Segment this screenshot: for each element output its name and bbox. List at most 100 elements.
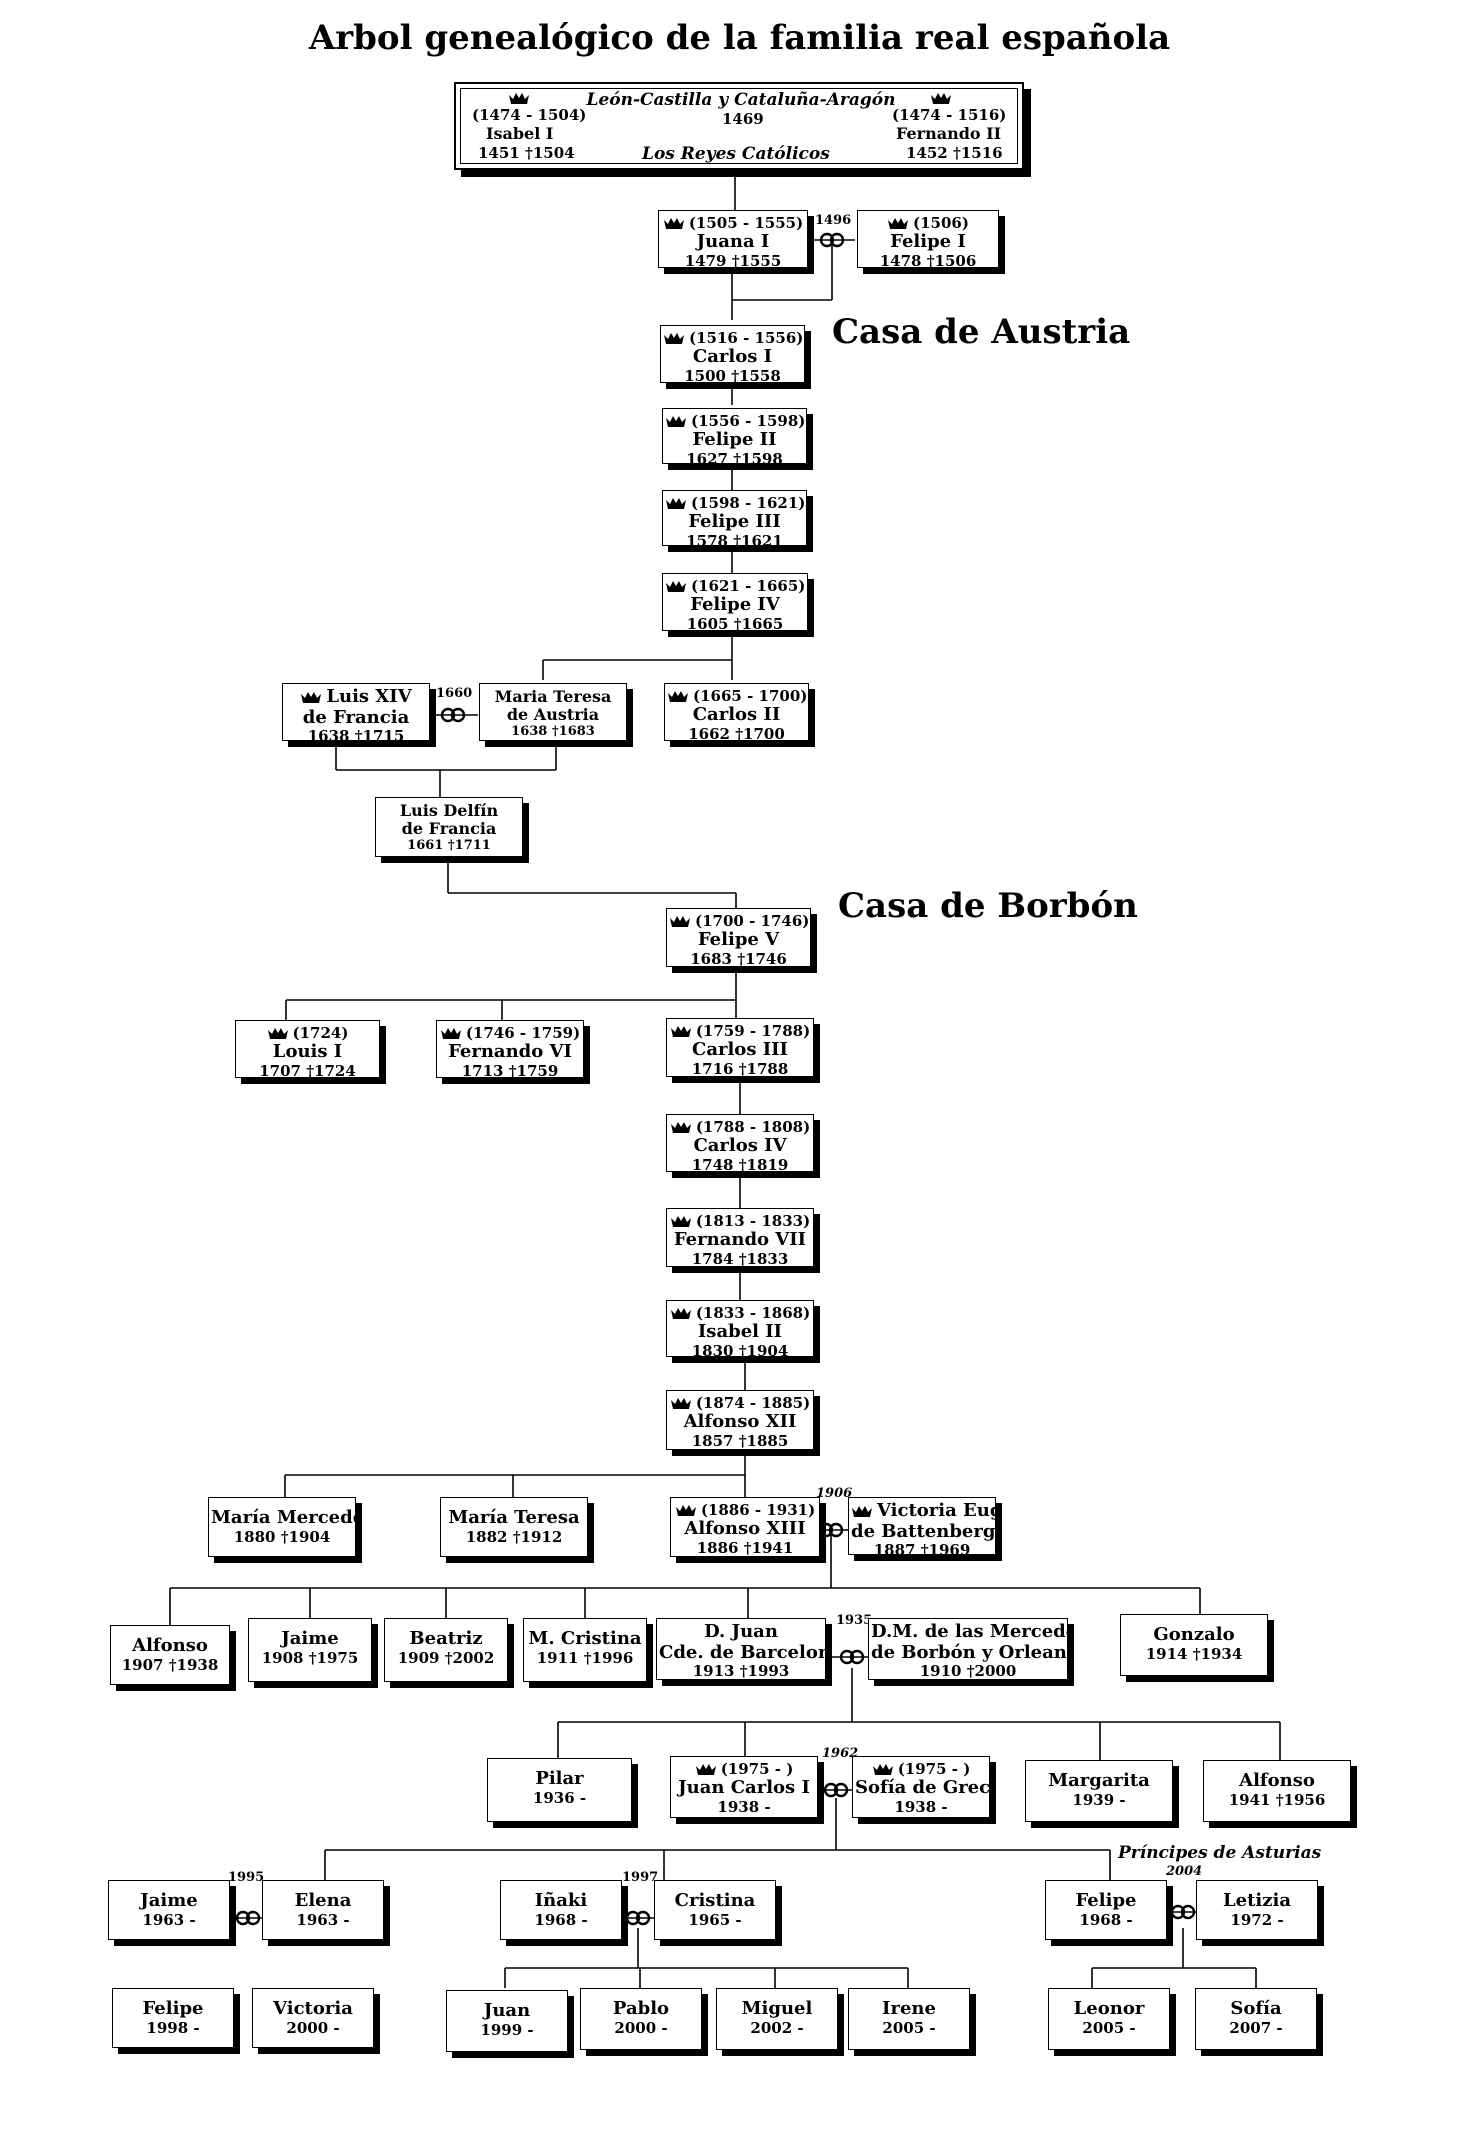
person-life-dates: 1908 †1975 [261, 1648, 359, 1667]
person-name: Pilar [535, 1768, 584, 1789]
person-life-dates: 1887 †1969 [873, 1541, 971, 1555]
person-name: Miguel [741, 1998, 813, 2019]
person-name: Juan Carlos I [678, 1777, 810, 1799]
marriage-year-cristina: 1997 [622, 1870, 659, 1885]
person-name: Pablo [612, 1998, 670, 2019]
person-name: Felipe I [890, 231, 966, 253]
person-name: Sofía [1230, 1998, 1282, 2019]
crown-icon [852, 1506, 872, 1517]
person-life-dates: 1500 †1558 [684, 367, 781, 383]
fernando-life: 1452 †1516 [906, 144, 1003, 162]
person-life-dates: 1784 †1833 [691, 1250, 789, 1267]
person-name: de Battenberg [851, 1520, 996, 1542]
person-name: Felipe V [697, 929, 780, 951]
person-name: Alfonso XII [683, 1411, 797, 1433]
person-life-dates: 1638 †1683 [511, 723, 595, 739]
reign-text: (1746 - 1759) [465, 1024, 581, 1042]
person-name: Maria Teresa [494, 687, 612, 706]
reyes-catolicos-box: León-Castilla y Cataluña-Aragón (1474 - … [454, 82, 1024, 170]
reign-text: D. Juan [704, 1621, 778, 1642]
reign-text: (1724) [292, 1024, 349, 1042]
person-life-dates: 1972 - [1230, 1910, 1284, 1929]
person-life-dates: 2005 - [1082, 2018, 1136, 2037]
person-life-dates: 1963 - [142, 1910, 196, 1929]
person-name: Gonzalo [1153, 1624, 1235, 1645]
person-name: Felipe [142, 1998, 204, 2019]
crown-icon [670, 1122, 691, 1133]
crown-icon [670, 1216, 691, 1227]
person-name: María Mercedes [211, 1507, 355, 1528]
person-life-dates: 1882 †1912 [465, 1527, 563, 1546]
person-life-dates: 1938 - [717, 1798, 771, 1817]
person-life-dates: 1478 †1506 [879, 252, 977, 268]
person-life-dates: 2002 - [750, 2018, 804, 2037]
person-name: Cristina [674, 1890, 756, 1911]
crown-icon [668, 691, 688, 702]
house-borbon-heading: Casa de Borbón [838, 886, 1138, 926]
person-name: Carlos I [692, 346, 773, 368]
reign-text: (1975 - ) [720, 1760, 794, 1778]
person-life-dates: 1939 - [1072, 1790, 1126, 1809]
person-name: Leonor [1073, 1998, 1145, 2019]
person-name: Felipe III [688, 511, 781, 533]
person-life-dates: 1910 †2000 [919, 1662, 1017, 1680]
person-name: Sofía de Grecia [855, 1777, 990, 1799]
person-name: María Teresa [448, 1507, 580, 1528]
kingdoms-label: León-Castilla y Cataluña-Aragón [586, 90, 896, 110]
connector-lines [169, 170, 1281, 1988]
person-life-dates: 1627 †1598 [686, 450, 783, 464]
reign-text: Luis XIV [326, 686, 412, 707]
person-name: Juana I [696, 231, 770, 253]
marriage-year-juancarlos: 1962 [822, 1746, 859, 1761]
crown-icon [888, 218, 909, 229]
person-life-dates: 1999 - [480, 2020, 534, 2039]
reign-text: (1506) [913, 214, 969, 232]
isabel-life: 1451 †1504 [478, 144, 575, 162]
person-name: Isabel II [697, 1321, 783, 1343]
crown-icon [670, 1398, 691, 1409]
reign-text: (1833 - 1868) [695, 1304, 811, 1322]
fernando-name: Fernando II [896, 124, 1002, 143]
crown-icon [267, 1028, 288, 1039]
person-name: Louis I [272, 1041, 343, 1063]
reign-text: (1813 - 1833) [695, 1212, 811, 1230]
person-life-dates: 1880 †1904 [233, 1527, 331, 1546]
person-life-dates: 1968 - [534, 1910, 588, 1929]
person-life-dates: 2005 - [882, 2018, 936, 2037]
person-life-dates: 1578 †1621 [686, 532, 783, 546]
person-life-dates: 1968 - [1079, 1910, 1133, 1929]
person-name: Felipe [1075, 1890, 1137, 1911]
person-name: de Francia [302, 706, 410, 728]
marriage-year-elena: 1995 [228, 1870, 265, 1885]
reign-text: D.M. de las Mercedes [871, 1621, 1068, 1642]
person-life-dates: 1936 - [532, 1788, 587, 1807]
reign-text: (1556 - 1598) [691, 412, 806, 430]
crown-icon [872, 1764, 893, 1775]
person-life-dates: 2000 - [614, 2018, 668, 2037]
person-name: Felipe IV [690, 594, 780, 616]
person-life-dates: 2007 - [1229, 2018, 1283, 2037]
person-name: Felipe II [692, 429, 777, 451]
reign-text: Victoria Eug. [877, 1500, 996, 1521]
person-life-dates: 1748 †1819 [691, 1156, 789, 1172]
